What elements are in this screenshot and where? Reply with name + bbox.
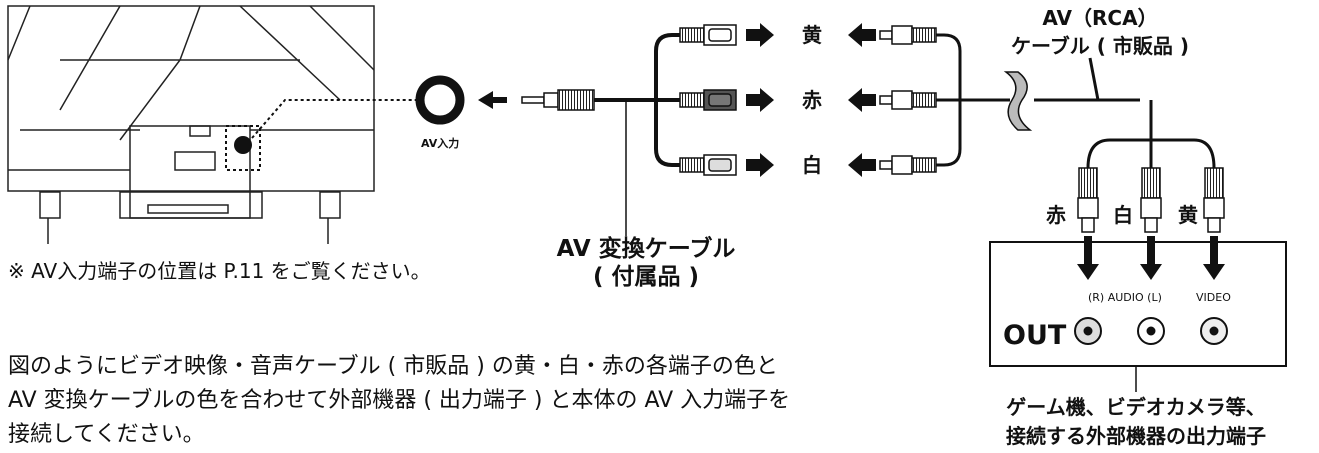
plug-label-white-right: 白: [1113, 203, 1133, 227]
left-rca-plugs: [679, 24, 737, 176]
out-label: OUT: [1003, 320, 1067, 351]
plug-label-yellow-left: 黄: [802, 23, 822, 47]
port-location-note: ※ AV入力端子の位置は P.11 をご覧ください。: [8, 259, 431, 283]
rca-cable-branches: [1086, 100, 1216, 169]
output-jacks: [1074, 317, 1228, 345]
device-output-panel: [989, 241, 1287, 367]
plug-label-white-left: 白: [802, 153, 822, 177]
right-plug-arrows-icon: [848, 23, 876, 177]
mini-plug: [521, 89, 595, 111]
av-input-label: AV入力: [421, 137, 460, 150]
conversion-cable-split: [654, 33, 680, 167]
instruction-line-2: AV 変換ケーブルの色を合わせて外部機器 ( 出力端子 ) と本体の AV 入力…: [8, 388, 791, 413]
rca-cable-merge: [936, 33, 1010, 167]
plug-label-red-right: 赤: [1046, 203, 1066, 227]
down-arrows-icon: [1077, 236, 1225, 280]
conversion-cable-sublabel: ( 付属品 ): [592, 264, 700, 290]
instruction-line-3: 接続してください。: [8, 422, 205, 447]
plug-label-red-left: 赤: [802, 88, 822, 112]
audio-output-label: (R) AUDIO (L): [1088, 291, 1162, 304]
plug-label-yellow-right: 黄: [1178, 203, 1198, 227]
cable-break-icon: [1003, 71, 1033, 131]
right-rca-plugs: [879, 25, 937, 175]
rca-cable-sublabel: ケーブル ( 市販品 ): [1011, 34, 1189, 58]
arrow-to-av-input-icon: [478, 91, 507, 109]
left-plug-arrows-icon: [746, 23, 774, 177]
conversion-cable-label: AV 変換ケーブル: [556, 236, 736, 262]
instruction-line-1: 図のようにビデオ映像・音声ケーブル ( 市販品 ) の黄・白・赤の各端子の色と: [8, 354, 778, 379]
device-caption-line2: 接続する外部機器の出力端子: [1006, 424, 1266, 448]
device-rca-plugs: [1077, 167, 1225, 233]
rca-cable-label: AV（RCA）: [1042, 6, 1158, 30]
tv-av-port-highlight: [225, 125, 261, 171]
tv-rear-illustration: [7, 5, 375, 244]
rca-cable-to-device: [1034, 57, 1140, 102]
tv-av-port: [234, 136, 252, 154]
video-output-label: VIDEO: [1196, 291, 1231, 304]
av-port-callout-line: [251, 99, 420, 139]
av-input-jack: [415, 75, 465, 125]
device-caption-line1: ゲーム機、ビデオカメラ等、: [1006, 395, 1266, 419]
